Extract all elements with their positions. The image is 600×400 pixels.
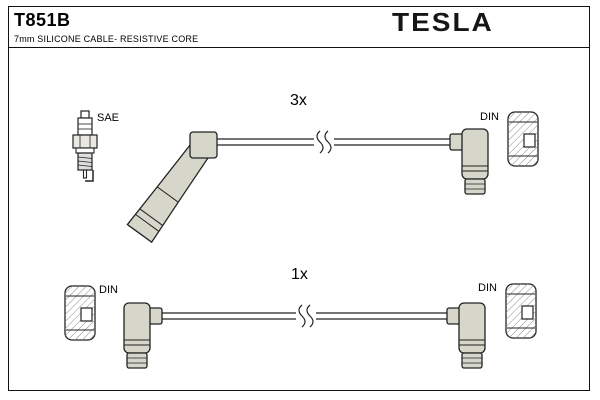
sae-label: SAE xyxy=(97,112,120,124)
qty-1x-label: 1x xyxy=(291,266,308,283)
cable-break-icon xyxy=(298,304,314,328)
cable-3x xyxy=(217,130,450,154)
part-number: T851B xyxy=(14,10,71,30)
angled-boot-connector-icon xyxy=(126,131,218,244)
tesla-logo: TESLA xyxy=(392,8,494,37)
spark-plug-icon xyxy=(72,110,98,182)
cable-description: 7mm SILICONE CABLE- RESISTIVE CORE xyxy=(14,34,199,44)
din-terminal-icon xyxy=(505,283,537,339)
cable-break-icon xyxy=(316,130,332,154)
din-label-row2-right: DIN xyxy=(478,282,497,294)
din-terminal-icon xyxy=(64,285,96,341)
right-angle-connector-icon xyxy=(449,128,489,195)
right-angle-connector-icon xyxy=(123,302,163,369)
cable-1x xyxy=(162,304,447,328)
right-angle-connector-icon xyxy=(446,302,486,369)
din-label-row1: DIN xyxy=(480,111,499,123)
qty-3x-label: 3x xyxy=(290,92,307,109)
header-divider xyxy=(8,47,590,48)
din-label-row2-left: DIN xyxy=(99,284,118,296)
din-terminal-icon xyxy=(507,111,539,167)
